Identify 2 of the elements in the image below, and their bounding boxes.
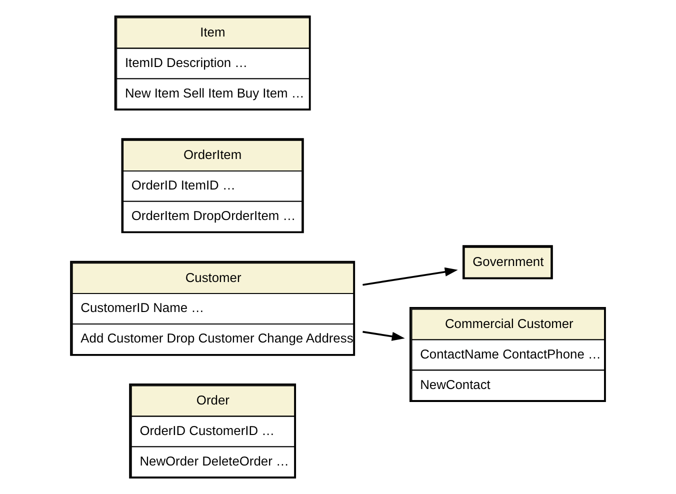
arrow — [362, 267, 458, 286]
arrow — [362, 330, 405, 341]
